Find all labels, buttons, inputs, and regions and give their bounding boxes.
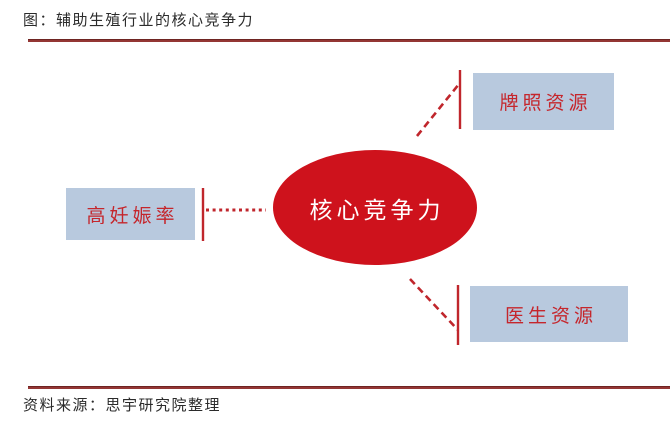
core-competitiveness-label: 核心竞争力 (309, 197, 445, 223)
connector-dashed-top-right (415, 83, 461, 137)
node-doctor-resources: 医生资源 (470, 286, 628, 342)
node-high-pregnancy-rate-label: 高妊娠率 (86, 205, 179, 227)
bottom-rule-divider (28, 386, 670, 389)
node-high-pregnancy-rate: 高妊娠率 (66, 188, 195, 240)
node-doctor-resources-label: 医生资源 (504, 305, 597, 327)
connector-dashed-bottom-right (409, 278, 459, 331)
top-rule-divider (28, 39, 670, 42)
node-license-resources-label: 牌照资源 (499, 93, 592, 114)
figure-title: 图：辅助生殖行业的核心竞争力 (23, 13, 255, 29)
core-competitiveness-ellipse: 核心竞争力 (273, 150, 477, 265)
node-license-resources: 牌照资源 (473, 73, 614, 130)
source-attribution: 资料来源：思宇研究院整理 (23, 398, 222, 414)
